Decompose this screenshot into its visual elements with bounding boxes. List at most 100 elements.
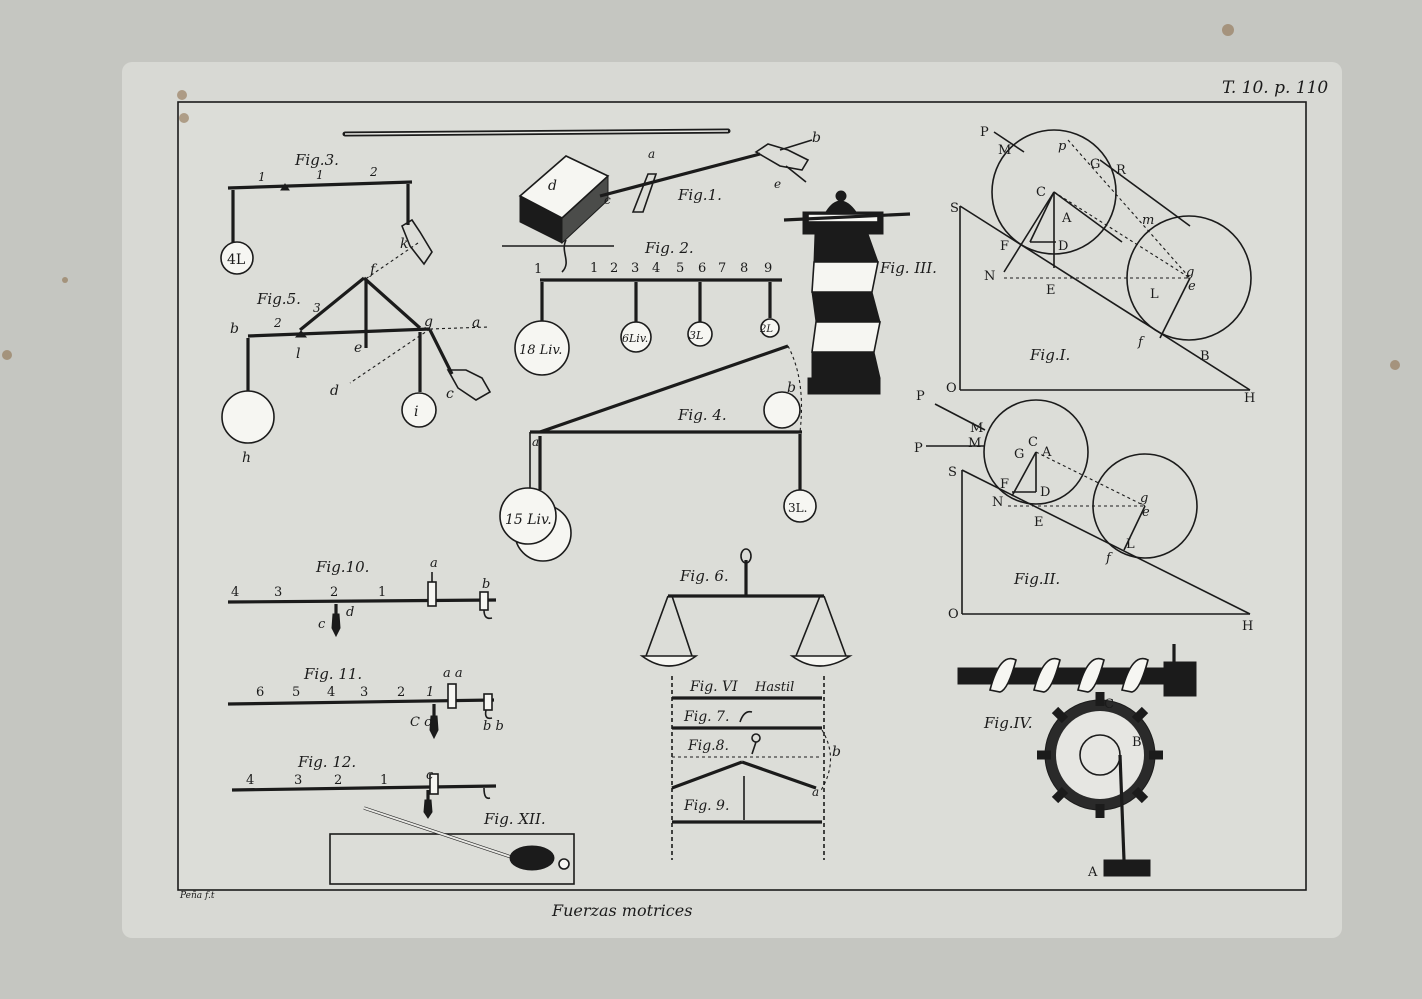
fig1-letter-a: a (648, 147, 655, 161)
svg-text:p: p (1058, 139, 1067, 154)
fig1-letter-e: e (774, 177, 781, 191)
svg-text:N: N (984, 269, 995, 284)
fig3-lever-diagram: Fig.3. 1 1 2 4L k f (220, 151, 433, 278)
fig1-lever-block: Fig.1. a b c d e (502, 130, 821, 273)
svg-text:5: 5 (676, 261, 684, 276)
svg-text:B: B (1200, 349, 1210, 364)
fig2-label-3: 3L (689, 329, 703, 342)
engraver-signature: Peña f.t (179, 891, 215, 901)
figIII-title: Fig. III. (879, 259, 937, 277)
fig5-letter-b: b (230, 321, 239, 337)
figI-title: Fig.I. (1029, 346, 1070, 364)
svg-text:2: 2 (330, 585, 338, 600)
svg-text:2: 2 (610, 261, 618, 276)
fig3-weight-label: 4L (227, 252, 245, 268)
fig5-letter-e: e (354, 340, 362, 356)
fig1-title: Fig.1. (677, 186, 722, 204)
figXII-steelyard-box: Fig. XII. (329, 806, 575, 885)
figI-inclined-plane: Fig.I. P M p G R C S A m F D N E (946, 125, 1255, 406)
svg-text:f: f (1137, 335, 1145, 350)
plate-caption: Fuerzas motrices (551, 901, 692, 920)
fig5-hand (446, 369, 492, 401)
svg-text:B: B (1132, 735, 1142, 750)
svg-text:b: b (482, 577, 490, 592)
svg-text:a a: a a (443, 666, 463, 681)
svg-text:9: 9 (764, 261, 772, 276)
svg-text:A: A (1061, 211, 1072, 226)
svg-text:3: 3 (631, 261, 639, 276)
svg-text:6: 6 (698, 261, 706, 276)
svg-text:R: R (1116, 163, 1127, 178)
fig2-weight-6 (620, 321, 652, 353)
svg-text:c: c (318, 617, 326, 632)
fig3-title: Fig.3. (294, 151, 339, 169)
fig3-hand (401, 218, 433, 266)
fig11-steelyard: Fig. 11. 6 5 4 3 2 1 a a C c b b (227, 665, 504, 740)
svg-text:H: H (1242, 619, 1253, 634)
svg-text:3: 3 (360, 685, 368, 700)
fig2-scale-numbers: 1 1 2 3 4 5 6 7 8 9 (534, 261, 772, 277)
fig11-title: Fig. 11. (303, 665, 362, 683)
svg-text:P: P (914, 441, 923, 456)
fig5-letter-l: l (296, 346, 300, 362)
svg-text:M: M (970, 421, 983, 436)
fig1-letter-b: b (812, 130, 821, 146)
fig2-weight-3 (687, 321, 713, 347)
svg-text:4: 4 (246, 773, 254, 788)
fig4-ball-b (763, 391, 801, 429)
svg-text:D: D (1058, 239, 1068, 254)
fig1-letter-d: d (548, 178, 557, 194)
svg-text:C: C (1036, 185, 1046, 200)
svg-text:E: E (1034, 515, 1044, 530)
fig5-letter-a: a (472, 315, 480, 331)
svg-text:S: S (950, 201, 959, 216)
figII-large-circle (983, 399, 1089, 505)
svg-text:N: N (992, 495, 1003, 510)
figIV-title: Fig.IV. (983, 714, 1033, 732)
svg-text:2: 2 (334, 773, 342, 788)
svg-text:L: L (1126, 537, 1135, 552)
fig10-title: Fig.10. (315, 558, 369, 576)
figII-inclined-plane: Fig.II. P M P M C G A S F D N E g e L (914, 389, 1253, 634)
page-reference: T. 10. p. 110 (1222, 78, 1328, 98)
fig4-letter-b: b (787, 380, 796, 396)
svg-text:f: f (1105, 551, 1113, 566)
fig2-label-6: 6Liv. (622, 332, 648, 345)
svg-text:3: 3 (294, 773, 302, 788)
svg-text:7: 7 (718, 261, 726, 276)
svg-text:L: L (1150, 287, 1159, 302)
svg-text:1: 1 (426, 685, 434, 700)
svg-text:4: 4 (231, 585, 239, 600)
fig2-label-2: 2L (759, 324, 773, 335)
fig4-bent-lever: Fig. 4. b a 15 Liv. 3L. (499, 344, 817, 562)
svg-text:b b: b b (483, 719, 504, 734)
svg-text:1: 1 (534, 262, 542, 277)
fig4-weight-15 (499, 487, 557, 545)
svg-text:d: d (346, 605, 354, 620)
fig3-mark-1b: 1 (316, 168, 324, 182)
fig8-bent-beam: Fig.8. b a (671, 729, 841, 799)
svg-text:G: G (1090, 157, 1100, 172)
svg-text:A: A (1041, 445, 1052, 460)
fig2-title: Fig. 2. (644, 239, 694, 257)
fig5-letter-c: c (446, 386, 454, 402)
svg-text:D: D (1040, 485, 1050, 500)
svg-text:g: g (1186, 265, 1194, 280)
svg-text:1: 1 (590, 261, 598, 276)
svg-text:5: 5 (292, 685, 300, 700)
fig4-weight-3 (783, 489, 817, 523)
svg-text:F: F (1000, 239, 1009, 254)
fig5-mark-2: 2 (273, 316, 282, 330)
fig2-weight-18 (514, 320, 570, 376)
svg-text:6: 6 (256, 685, 264, 700)
svg-text:O: O (948, 607, 959, 622)
svg-text:4: 4 (652, 261, 660, 276)
svg-text:4: 4 (327, 685, 335, 700)
fig5-letter-i: i (414, 404, 418, 420)
svg-text:O: O (946, 381, 957, 396)
fig3-mark-2: 2 (369, 165, 378, 179)
svg-text:2: 2 (397, 685, 405, 700)
fig3-weight-4L (220, 241, 254, 275)
svg-text:1: 1 (380, 773, 388, 788)
